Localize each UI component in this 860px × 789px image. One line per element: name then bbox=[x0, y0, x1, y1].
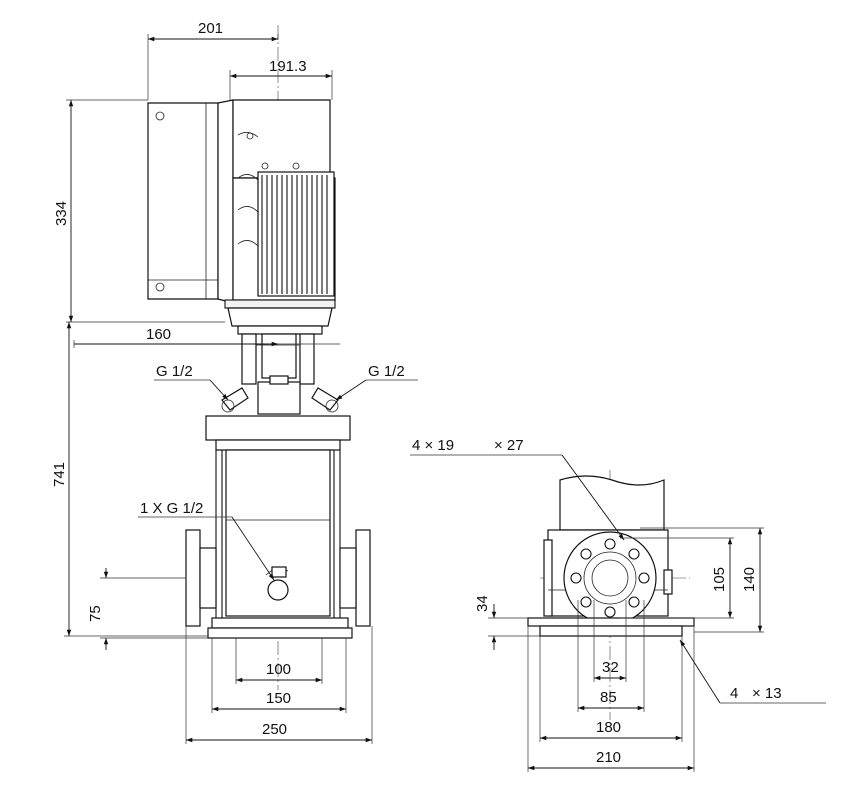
dim-180-text: 180 bbox=[596, 719, 621, 736]
base-plate bbox=[207, 617, 353, 639]
dim-140-text: 140 bbox=[741, 567, 758, 592]
label-base-holes-b: × 13 bbox=[752, 685, 782, 702]
motor-flange bbox=[224, 299, 336, 335]
label-drain-plug: 1 X G 1/2 bbox=[140, 500, 203, 517]
dim-250-text: 250 bbox=[262, 721, 287, 738]
dim-191-3-text: 191.3 bbox=[269, 58, 307, 75]
dim-75-text: 75 bbox=[87, 605, 104, 622]
drain-plug bbox=[265, 566, 289, 601]
side-view: 4 × 19 × 27 34 105 140 32 bbox=[410, 437, 826, 772]
side-upper-chamber bbox=[559, 475, 665, 531]
cooling-fins bbox=[257, 171, 335, 297]
dim-150-text: 150 bbox=[266, 690, 291, 707]
dim-160-text: 160 bbox=[146, 326, 171, 343]
coupling-lantern bbox=[221, 333, 339, 415]
dim-100-text: 100 bbox=[266, 661, 291, 678]
front-view: 201 191.3 334 160 G 1/2 G 1/2 bbox=[51, 20, 418, 744]
label-g12-left: G 1/2 bbox=[156, 363, 193, 380]
side-base-plate bbox=[527, 617, 695, 637]
label-flange-holes-b: × 27 bbox=[494, 437, 524, 454]
dim-85-text: 85 bbox=[600, 689, 617, 706]
dim-210-text: 210 bbox=[596, 749, 621, 766]
motor-terminal-box bbox=[147, 99, 234, 304]
dim-741-text: 741 bbox=[51, 462, 68, 487]
dim-105-text: 105 bbox=[711, 567, 728, 592]
pump-head bbox=[205, 415, 351, 451]
dim-34-text: 34 bbox=[474, 595, 491, 612]
dim-32-text: 32 bbox=[602, 659, 619, 676]
dim-201-text: 201 bbox=[198, 20, 223, 37]
dim-334-text: 334 bbox=[53, 201, 70, 226]
label-base-holes: 4 bbox=[730, 685, 738, 702]
side-dimensions: 4 × 19 × 27 34 105 140 32 bbox=[410, 437, 826, 772]
pipe-flanges bbox=[185, 529, 371, 627]
label-flange-holes: 4 × 19 bbox=[412, 437, 454, 454]
label-g12-right: G 1/2 bbox=[368, 363, 405, 380]
front-dimensions: 201 191.3 334 160 G 1/2 G 1/2 bbox=[51, 20, 418, 744]
